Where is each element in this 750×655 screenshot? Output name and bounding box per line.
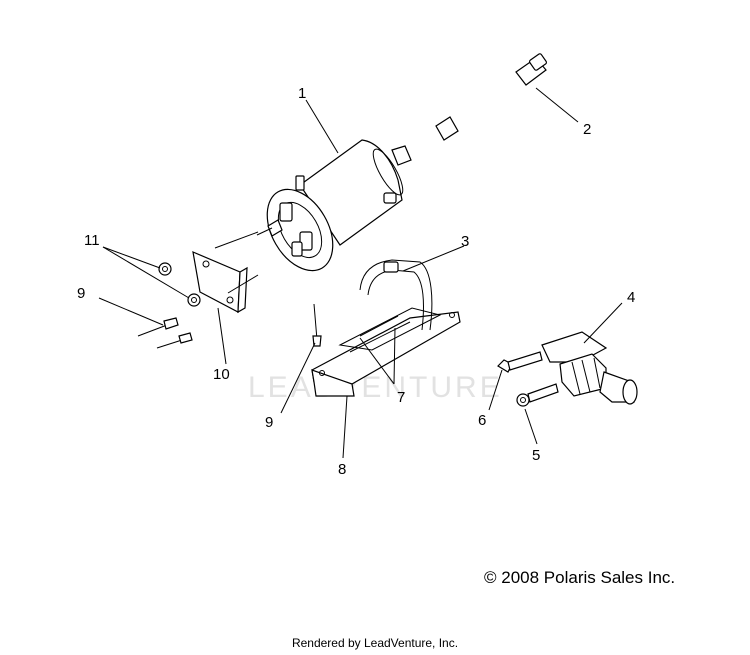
battery-strap [359,259,433,331]
callout-8: 8 [338,461,346,478]
bolt-upper [497,351,543,373]
mounting-plate [192,231,259,314]
rendered-by-footer: Rendered by LeadVenture, Inc. [291,636,459,650]
callout-5: 5 [532,447,540,464]
nut-upper [158,262,172,276]
callout-7: 7 [397,389,405,406]
battery-tray [311,307,461,397]
callout-3: 3 [461,233,469,250]
callout-9-center: 9 [265,414,273,431]
callout-6: 6 [478,412,486,429]
starter-drive [541,331,638,405]
nut-lower [187,293,201,307]
wire-terminals-left [137,317,193,349]
callout-2: 2 [583,121,591,138]
callout-11: 11 [84,232,100,249]
starter-cable [435,53,547,141]
watermark-text: LEADVENTURE [248,371,503,404]
bolt-lower [516,383,559,407]
callout-10: 10 [213,366,230,383]
leader-lines [98,87,623,459]
wire-terminal-center [312,303,322,347]
callout-4: 4 [627,289,635,306]
starter-motor [256,139,412,272]
callout-1: 1 [298,85,306,102]
callout-9-left: 9 [77,285,85,302]
copyright-notice: © 2008 Polaris Sales Inc. [484,568,676,587]
